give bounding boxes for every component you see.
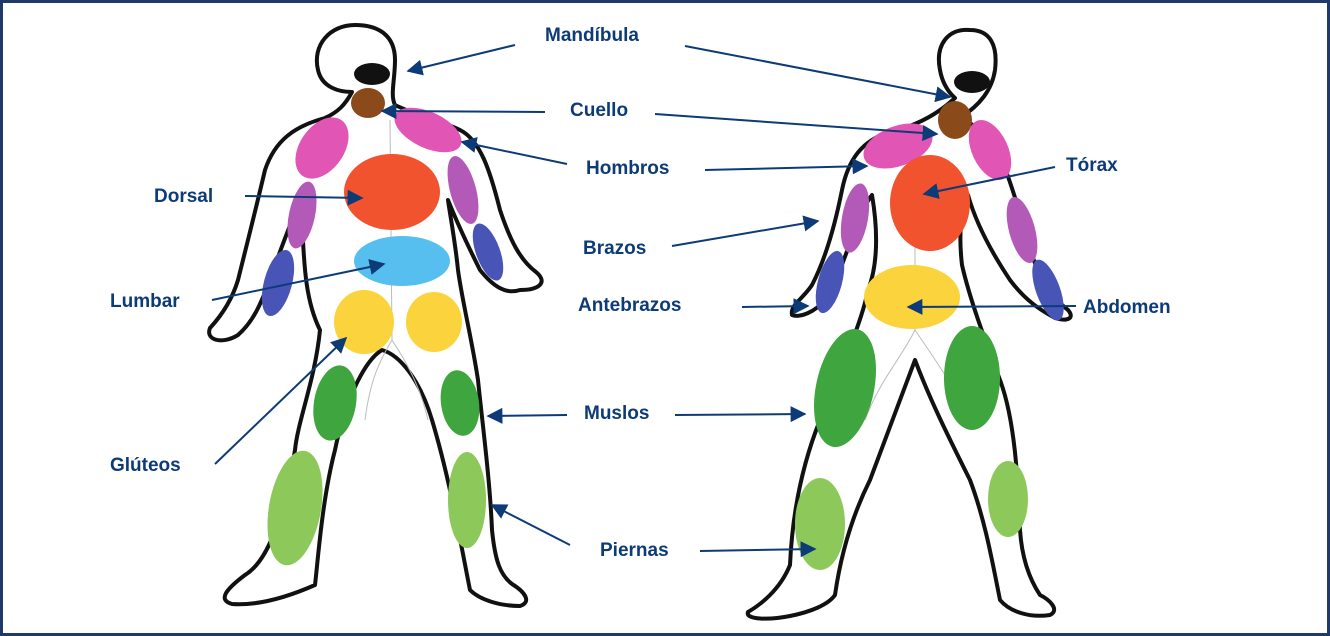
front-abdomen-muscle (864, 265, 960, 329)
arrow-mandibula-front (685, 46, 950, 97)
back-leg-right (448, 452, 486, 548)
label-piernas: Piernas (600, 540, 669, 561)
arrow-hombros-front (705, 166, 867, 170)
label-torax: Tórax (1066, 155, 1118, 176)
front-torax-muscle (890, 155, 970, 251)
back-neck-muscle (351, 88, 385, 118)
back-glute-left (334, 290, 394, 354)
front-thigh-right (944, 326, 1000, 430)
front-head-hole (954, 71, 990, 93)
arrow-antebrazos (742, 306, 808, 307)
back-head-hole (354, 63, 390, 85)
arrow-muslos-back (488, 415, 567, 416)
front-neck-muscle (938, 101, 972, 139)
label-antebrazos: Antebrazos (578, 295, 681, 316)
label-muslos: Muslos (584, 403, 649, 424)
arrow-cuello-back (382, 111, 545, 112)
label-hombros: Hombros (586, 158, 669, 179)
back-dorsal-muscle (344, 154, 440, 230)
arrow-brazos (672, 221, 818, 246)
label-mandibula: Mandíbula (545, 25, 639, 46)
back-lumbar-muscle (354, 236, 450, 286)
label-abdomen: Abdomen (1083, 297, 1171, 318)
figure-front-view (748, 30, 1071, 619)
arrow-abdomen (908, 306, 1076, 307)
label-gluteos: Glúteos (110, 455, 181, 476)
front-leg-left (795, 478, 845, 570)
label-cuello: Cuello (570, 100, 628, 121)
back-glute-right (406, 292, 462, 352)
label-brazos: Brazos (583, 238, 646, 259)
arrow-mandibula-back (408, 45, 515, 71)
front-leg-right (988, 461, 1028, 537)
label-dorsal: Dorsal (154, 186, 213, 207)
arrow-cuello-front (655, 114, 937, 134)
arrow-muslos-front (675, 414, 805, 415)
arrow-piernas-back (492, 505, 570, 545)
label-lumbar: Lumbar (110, 291, 180, 312)
